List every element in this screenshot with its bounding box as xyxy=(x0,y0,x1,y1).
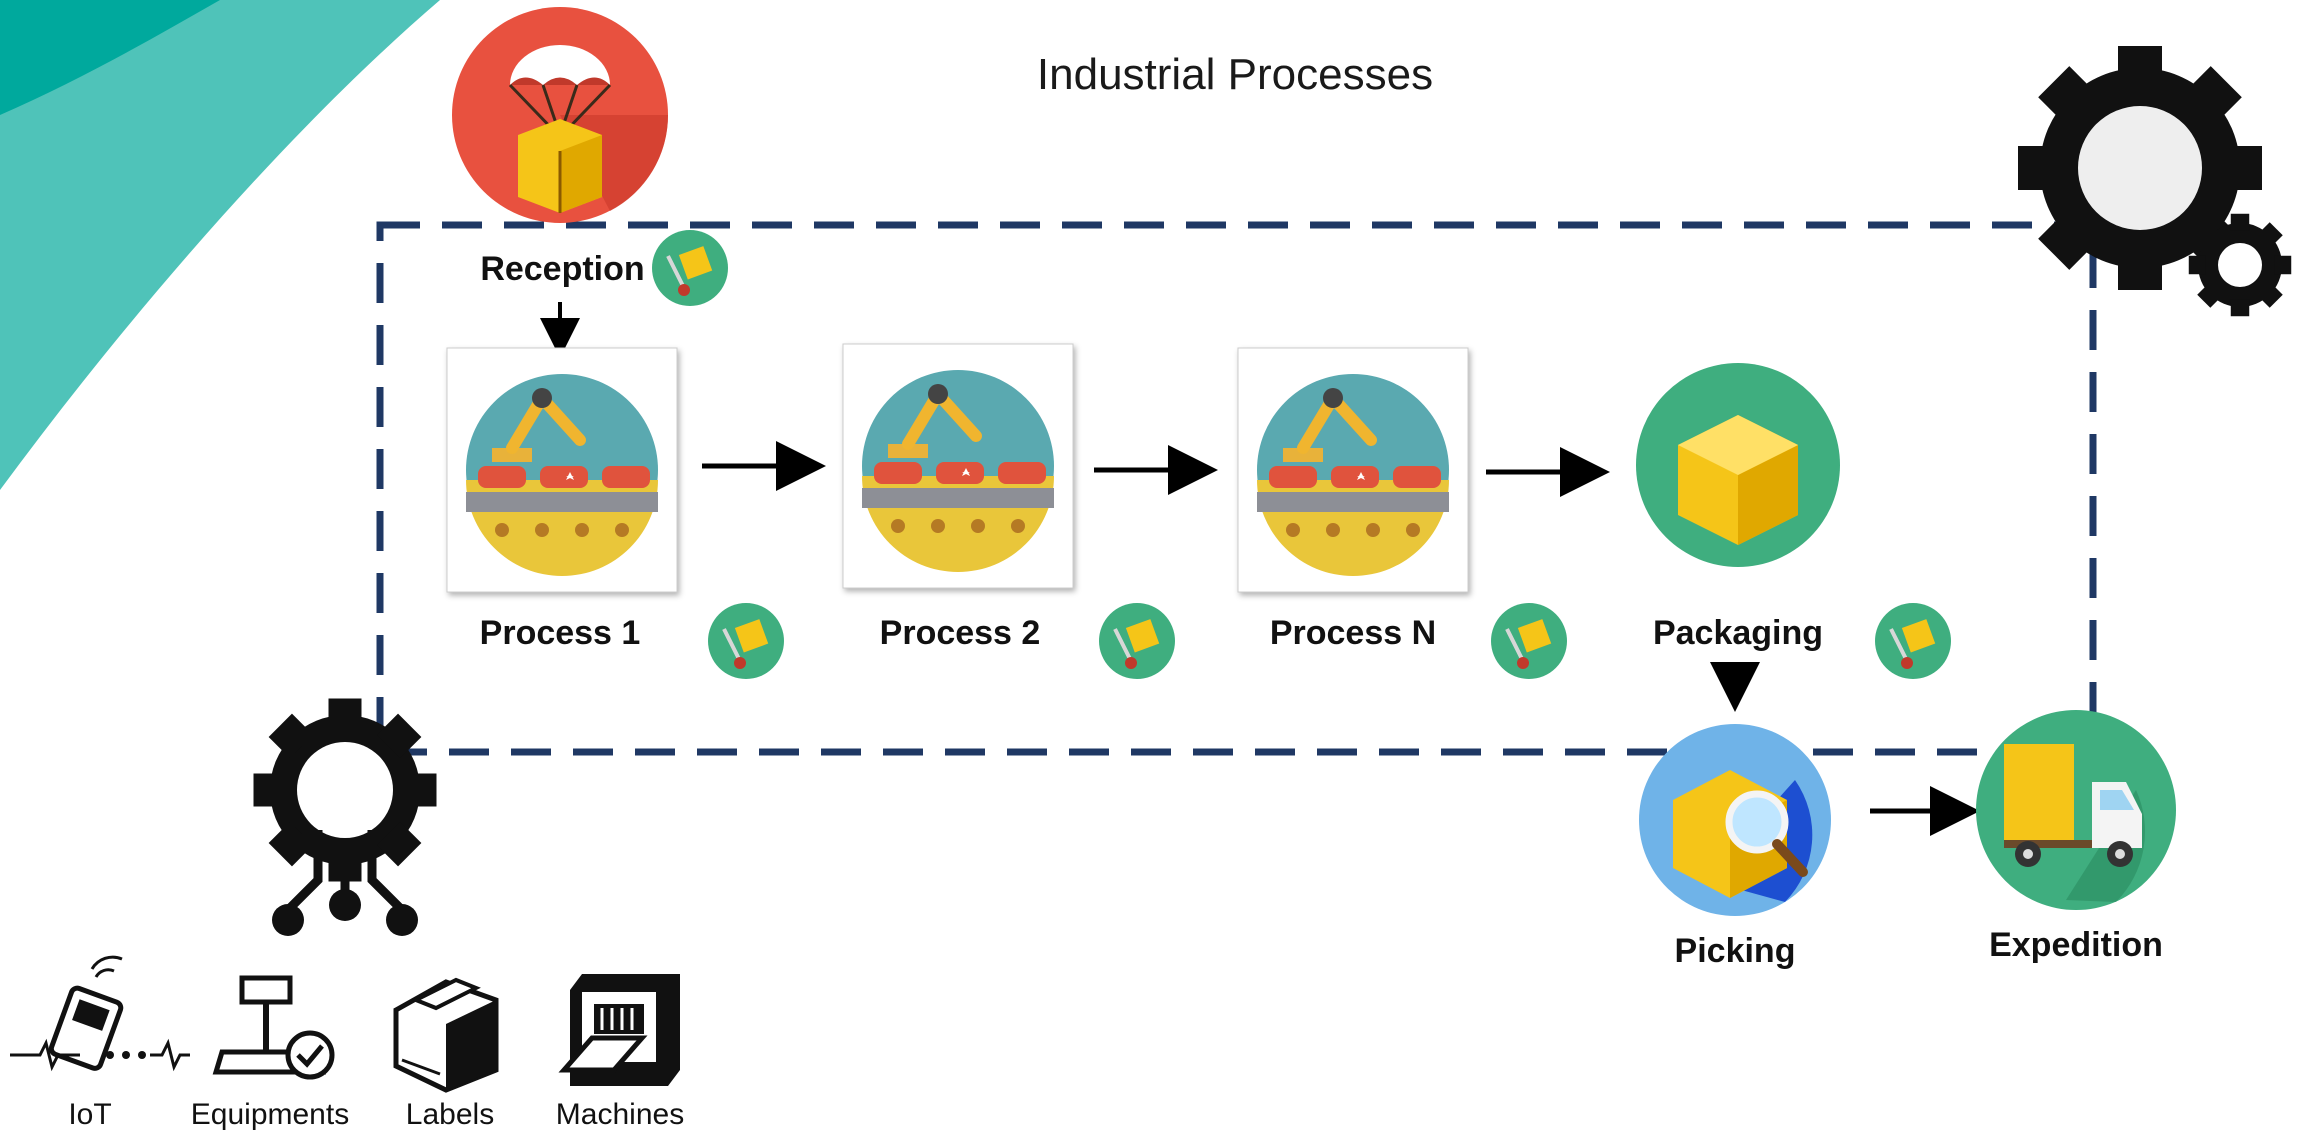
gears-icon xyxy=(2018,46,2292,317)
scale-equipment-icon xyxy=(212,975,335,1080)
process-card-n xyxy=(1237,347,1469,593)
circuit-gear-icon xyxy=(253,698,437,936)
process-boundary xyxy=(376,221,2097,756)
corner-decoration xyxy=(0,0,440,490)
label-expedition: Expedition xyxy=(1989,926,2163,964)
label-labels: Labels xyxy=(405,1098,495,1131)
machine-icon xyxy=(558,974,680,1086)
label-process-1: Process 1 xyxy=(479,614,641,652)
process-card-2 xyxy=(842,343,1074,589)
label-reception: Reception xyxy=(480,250,645,288)
iot-device-icon xyxy=(10,955,190,1072)
label-machines: Machines xyxy=(555,1098,685,1131)
label-iot: IoT xyxy=(68,1098,112,1131)
packaging-box-icon xyxy=(1636,363,1840,567)
process-card-1 xyxy=(446,347,678,593)
cart-icon-processn xyxy=(1489,601,1569,681)
diagram-title: Industrial Processes xyxy=(1036,50,1434,99)
expedition-truck-icon xyxy=(1976,710,2176,910)
label-packaging: Packaging xyxy=(1652,614,1824,652)
cart-icon-packaging xyxy=(1873,601,1953,681)
reception-parachute-icon xyxy=(452,7,669,223)
cart-icon-process1 xyxy=(706,601,786,681)
label-equipments: Equipments xyxy=(190,1098,350,1131)
label-printer-icon xyxy=(393,977,499,1093)
label-picking: Picking xyxy=(1674,932,1796,970)
label-process-n: Process N xyxy=(1269,614,1437,652)
cart-icon-process2 xyxy=(1097,601,1177,681)
picking-magnifier-icon xyxy=(1639,724,1831,916)
label-process-2: Process 2 xyxy=(879,614,1041,652)
